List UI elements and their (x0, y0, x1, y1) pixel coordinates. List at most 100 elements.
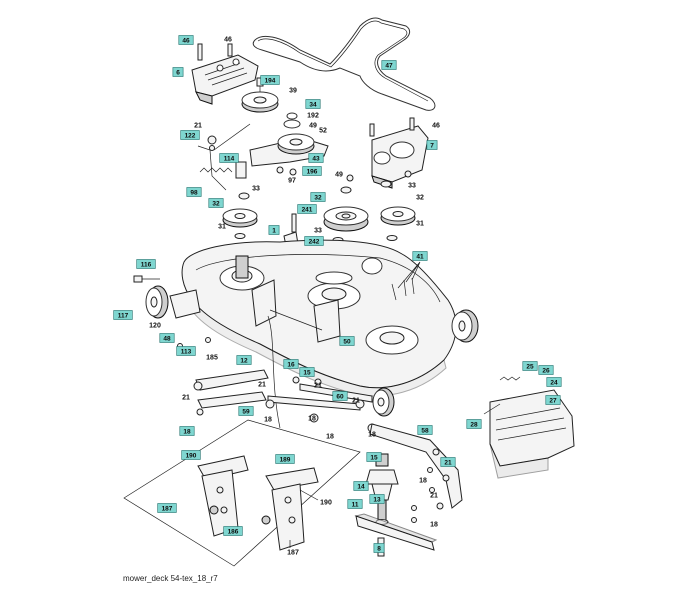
callout-31: 31 (218, 223, 226, 230)
bolts-41 (391, 261, 421, 301)
callout-60: 60 (332, 391, 348, 401)
callout-33: 33 (408, 182, 416, 189)
callout-label: 187 (287, 549, 299, 556)
callout-label: 21 (352, 397, 360, 404)
callout-label: 31 (416, 220, 424, 227)
callout-59: 59 (238, 406, 254, 416)
drive-belt (252, 17, 436, 111)
bolt-116 (133, 275, 160, 283)
callout-label: 12 (240, 357, 248, 364)
callout-label: 33 (408, 182, 416, 189)
callout-label: 21 (444, 459, 452, 466)
callout-190: 190 (320, 499, 332, 506)
callout-32: 32 (208, 198, 224, 208)
callout-label: 48 (163, 335, 171, 342)
callout-box (157, 503, 177, 513)
callout-8: 8 (373, 543, 385, 553)
callout-box (546, 377, 562, 387)
callout-116: 116 (136, 259, 156, 269)
callout-1: 1 (268, 225, 280, 235)
callout-label: 21 (258, 381, 266, 388)
callout-98: 98 (186, 187, 202, 197)
callout-28: 28 (466, 419, 482, 429)
callout-21: 21 (258, 381, 266, 388)
callout-27: 27 (545, 395, 561, 405)
callout-7: 7 (426, 140, 438, 150)
callout-box (219, 153, 239, 163)
callout-label: 60 (336, 393, 344, 400)
callout-label: 27 (549, 397, 557, 404)
callout-18: 18 (326, 433, 334, 440)
inset-frame-lower (123, 419, 361, 567)
idler-arm-assembly (235, 112, 329, 179)
callout-label: 21 (182, 394, 190, 401)
callout-49: 49 (309, 122, 317, 129)
callout-box (260, 75, 280, 85)
callout-box (339, 336, 355, 346)
gauge-wheel-bracket-left (197, 455, 249, 537)
gauge-wheel-right-lower (372, 387, 395, 417)
callout-box (176, 346, 196, 356)
callout-21: 21 (182, 394, 190, 401)
callout-label: 11 (352, 501, 359, 508)
callout-label: 52 (319, 127, 327, 134)
callout-46: 46 (178, 35, 194, 45)
callout-label: 190 (320, 499, 332, 506)
callout-50: 50 (339, 336, 355, 346)
callout-21: 21 (314, 382, 322, 389)
callout-label: 116 (141, 261, 152, 268)
callout-box (426, 140, 438, 150)
callout-box (180, 130, 200, 140)
callout-46: 46 (432, 122, 440, 129)
callout-18: 18 (264, 416, 272, 423)
callout-box (186, 187, 202, 197)
callout-box (417, 425, 433, 435)
gauge-wheel-left (145, 285, 169, 319)
callout-label: 59 (242, 408, 250, 415)
callout-21: 21 (430, 492, 438, 499)
callout-label: 117 (118, 312, 129, 319)
callout-box (178, 35, 194, 45)
callout-48: 48 (159, 333, 175, 343)
callout-label: 196 (307, 168, 318, 175)
callout-label: 31 (218, 223, 226, 230)
callout-label: 1 (272, 227, 276, 234)
callout-label: 16 (287, 361, 295, 368)
callout-box (522, 361, 538, 371)
callout-label: 24 (550, 379, 558, 386)
callout-label: 6 (176, 69, 180, 76)
callout-label: 21 (194, 122, 202, 129)
callout-label: 187 (162, 505, 173, 512)
callout-box (297, 204, 317, 214)
callout-label: 13 (373, 496, 381, 503)
callout-box (353, 481, 369, 491)
callout-196: 196 (302, 166, 322, 176)
callout-192: 192 (307, 112, 319, 119)
callout-box (179, 426, 195, 436)
callout-label: 33 (314, 227, 322, 234)
callout-box (283, 359, 299, 369)
callout-label: 21 (314, 382, 322, 389)
callout-52: 52 (319, 127, 327, 134)
callout-label: 26 (542, 367, 550, 374)
callout-33: 33 (314, 227, 322, 234)
callout-120: 120 (149, 322, 161, 329)
callout-15: 15 (366, 452, 382, 462)
deck-rear-roller (361, 257, 383, 275)
callout-15: 15 (299, 367, 315, 377)
callout-box (208, 198, 224, 208)
callout-box (545, 395, 561, 405)
callout-label: 8 (377, 545, 381, 552)
callout-box (373, 543, 385, 553)
callout-49: 49 (335, 171, 343, 178)
callout-box (302, 166, 322, 176)
callout-33: 33 (252, 185, 260, 192)
callout-label: 98 (190, 189, 198, 196)
callout-label: 46 (432, 122, 440, 129)
callout-189: 189 (275, 454, 295, 464)
callout-187: 187 (157, 503, 177, 513)
callout-13: 13 (369, 494, 385, 504)
callout-21: 21 (194, 122, 202, 129)
callout-185: 185 (206, 354, 218, 361)
callout-label: 46 (182, 37, 190, 44)
